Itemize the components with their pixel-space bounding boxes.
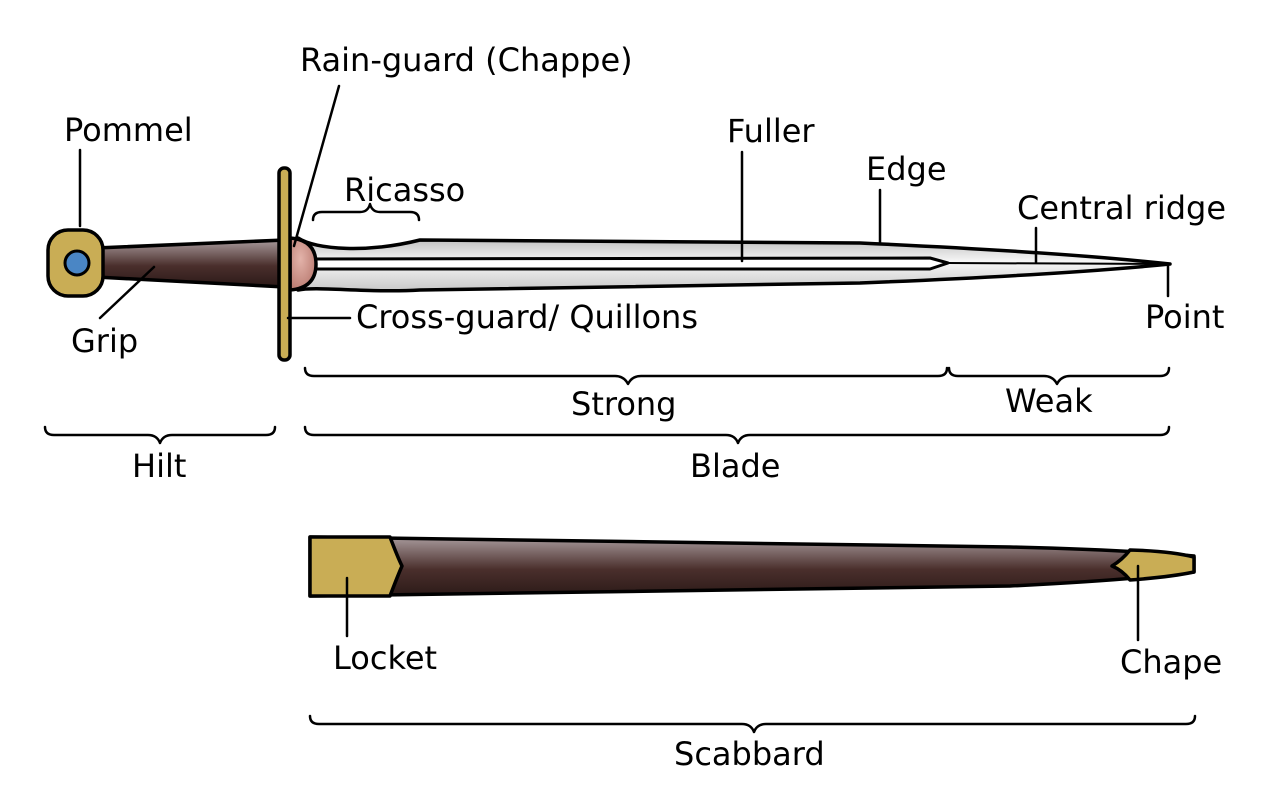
central-ridge-line xyxy=(947,262,1169,265)
rain-guard-label: Rain-guard (Chappe) xyxy=(300,41,633,79)
sword-illustration xyxy=(46,166,1172,362)
scabbard-brace xyxy=(308,714,1197,734)
ricasso-label: Ricasso xyxy=(344,171,465,209)
pommel-gem-icon xyxy=(63,249,91,277)
edge-label: Edge xyxy=(866,150,947,188)
rain-guard-shape xyxy=(288,236,318,292)
pommel-label: Pommel xyxy=(64,111,193,149)
cross-guard-shape xyxy=(277,166,292,362)
grip-leader xyxy=(98,265,156,320)
ricasso-brace xyxy=(311,202,421,222)
fuller-label: Fuller xyxy=(727,112,815,150)
locket-shape xyxy=(308,535,404,598)
point-label: Point xyxy=(1145,298,1224,336)
strong-label: Strong xyxy=(571,385,676,423)
weak-label: Weak xyxy=(1005,382,1093,420)
locket-label: Locket xyxy=(333,639,437,677)
blade-label: Blade xyxy=(690,447,780,485)
central-ridge-label: Central ridge xyxy=(1017,189,1226,227)
scabbard-body xyxy=(308,535,1196,598)
labels: Rain-guard (Chappe) Pommel Fuller Ricass… xyxy=(64,41,1226,773)
blade-brace xyxy=(303,425,1171,445)
hilt-brace xyxy=(43,425,277,445)
grip-shape xyxy=(94,238,287,289)
rain-guard-leader xyxy=(292,84,341,248)
hilt-label: Hilt xyxy=(132,447,186,485)
leader-lines xyxy=(78,84,1170,642)
weak-brace xyxy=(947,366,1171,386)
strong-brace xyxy=(303,366,949,386)
braces xyxy=(43,202,1197,734)
fuller-shape xyxy=(298,256,950,271)
grip-label: Grip xyxy=(71,322,138,360)
chape-shape xyxy=(1110,548,1196,582)
chape-label: Chape xyxy=(1120,643,1222,681)
scabbard-illustration xyxy=(308,535,1196,598)
cross-guard-label: Cross-guard/ Quillons xyxy=(356,298,698,336)
scabbard-label: Scabbard xyxy=(674,735,825,773)
